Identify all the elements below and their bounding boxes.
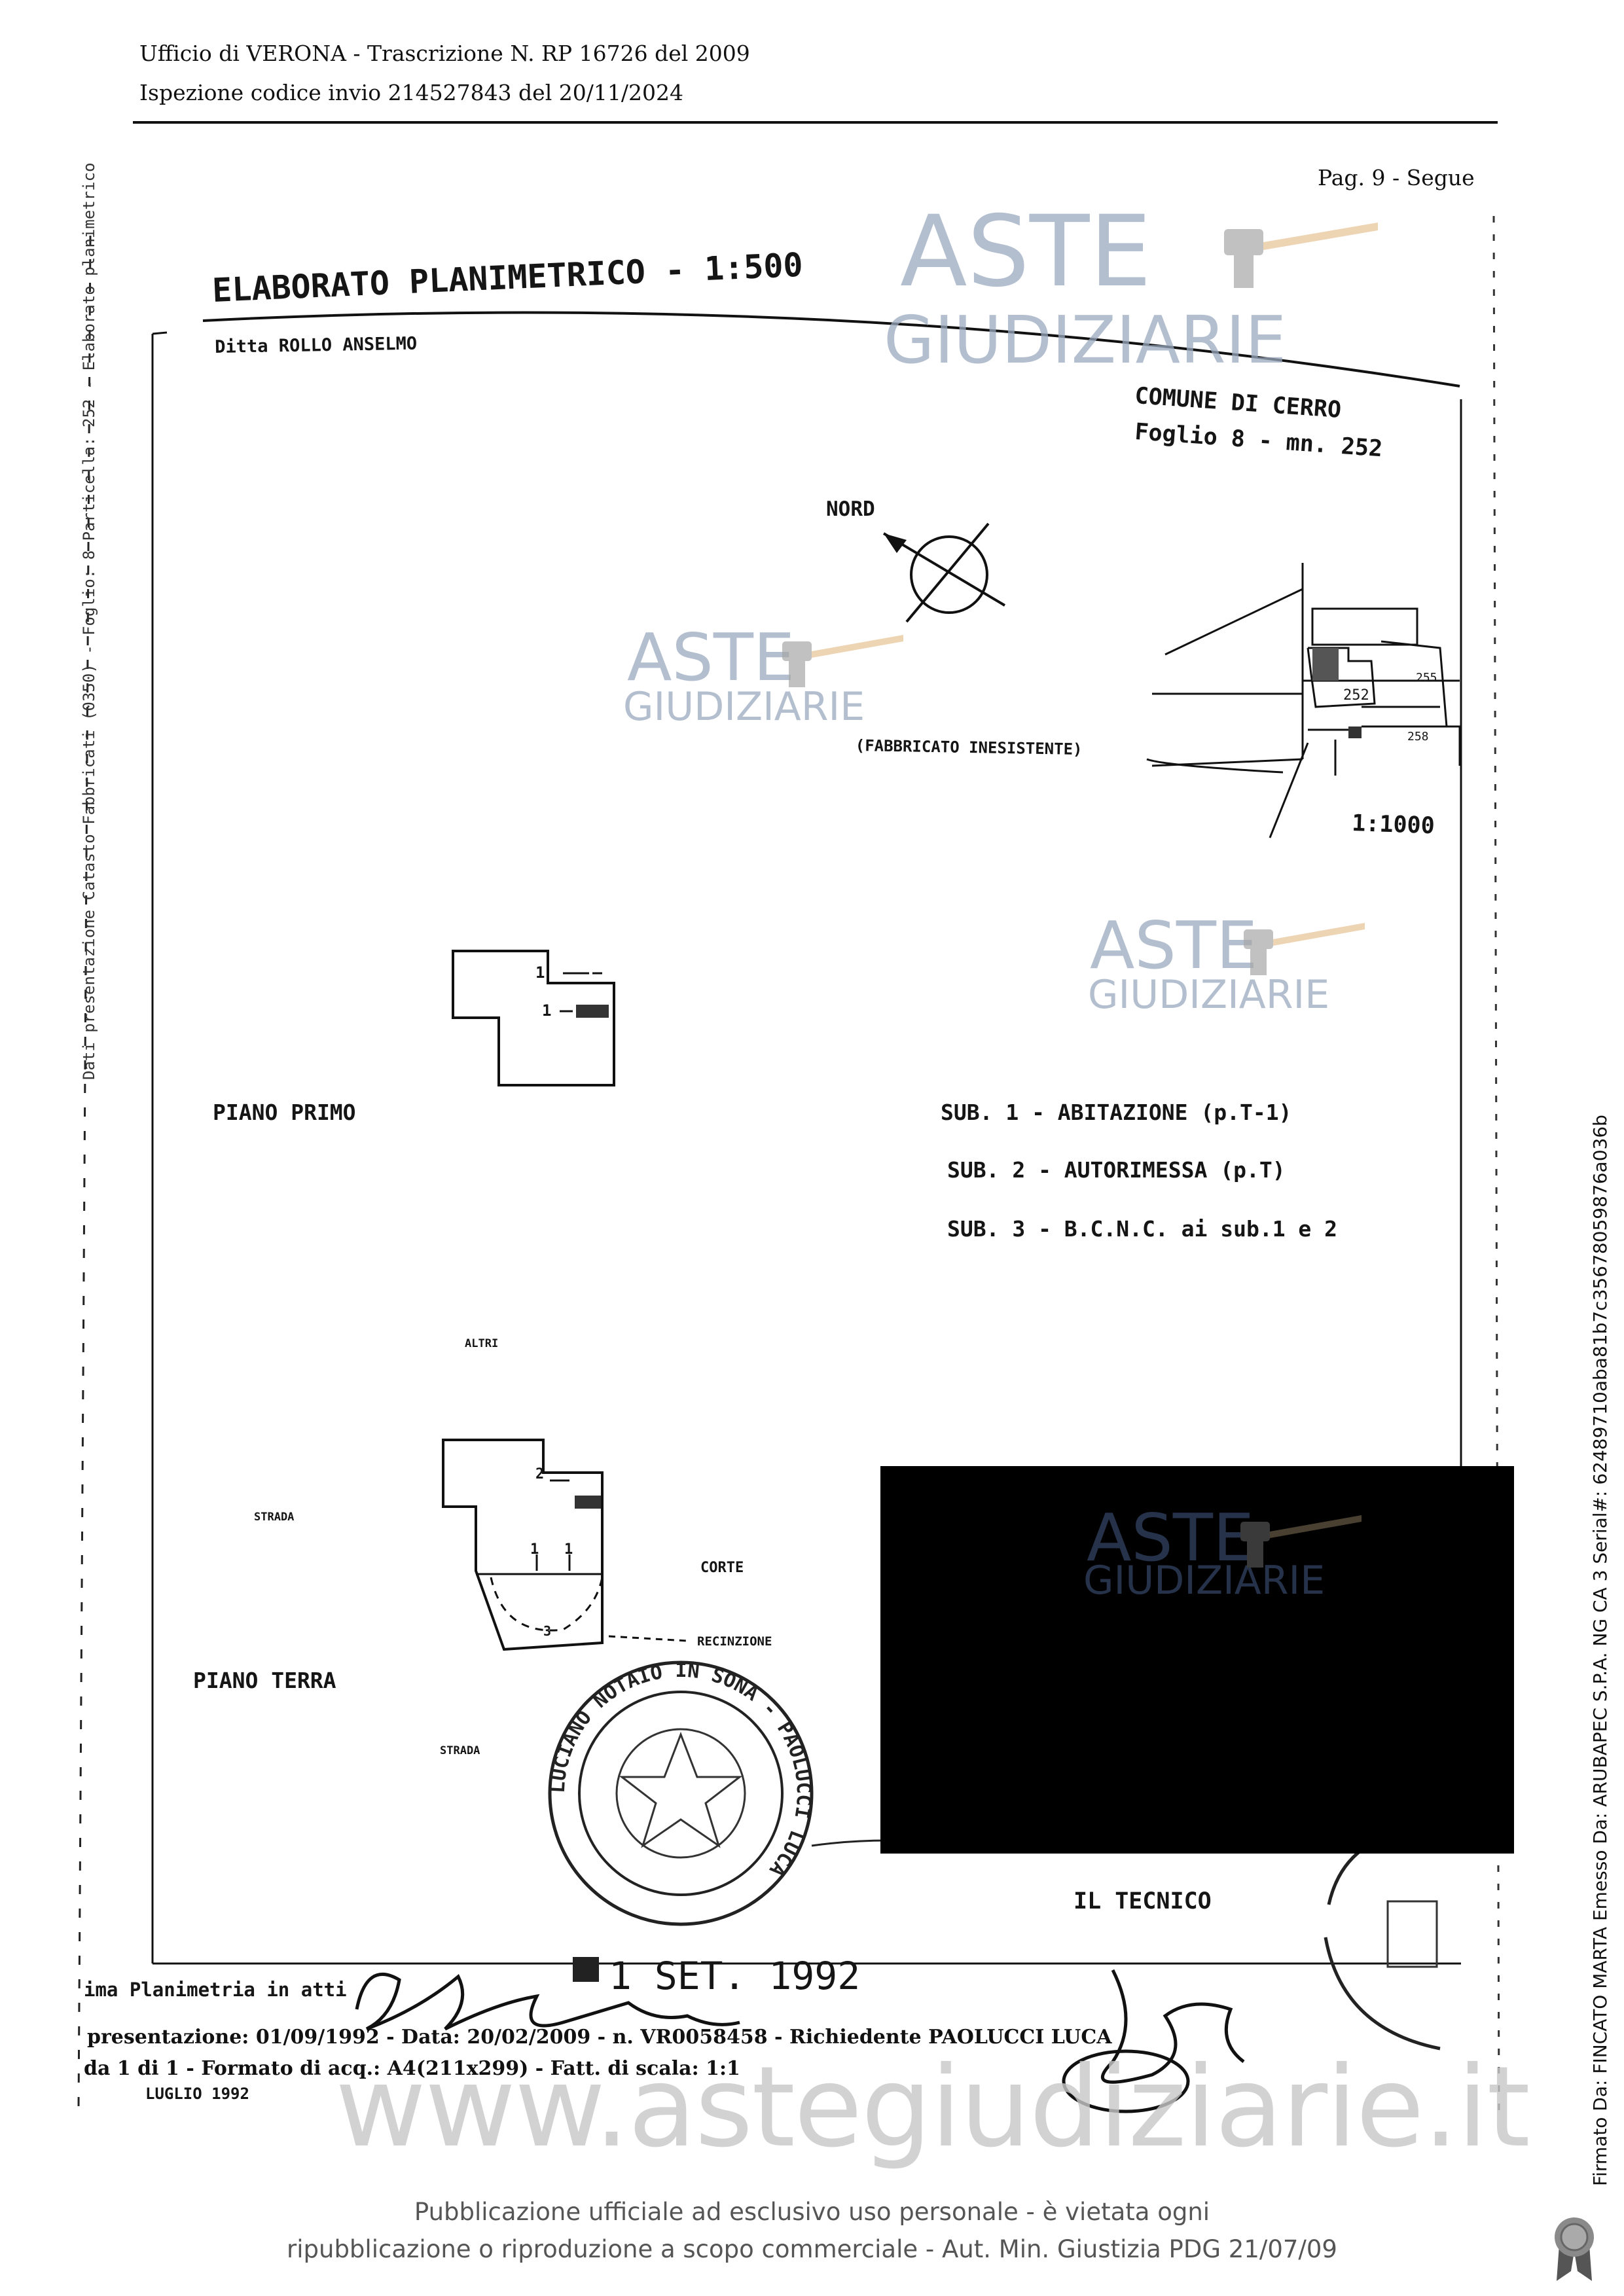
map-parcel-258: 258 [1407, 730, 1429, 744]
page-number: Pag. 9 - Segue [1318, 165, 1475, 190]
svg-text:LUCIANO NOTAIO IN SONA - PAOLU: LUCIANO NOTAIO IN SONA - PAOLUCCI LUCA [547, 1659, 815, 1881]
watermark-url: www.astegiudiziarie.it [335, 2043, 1530, 2172]
watermark-giudiziarie-mid: GIUDIZIARIE [623, 684, 865, 730]
format-line: da 1 di 1 - Formato di acq.: A4(211x299)… [84, 2057, 740, 2080]
piano-terra-label: PIANO TERRA [193, 1668, 336, 1693]
watermark-aste-right: ASTE [1090, 907, 1258, 984]
il-tecnico-label: IL TECNICO [1074, 1888, 1212, 1914]
watermark-giudiziarie-top: GIUDIZIARIE [884, 302, 1287, 378]
gavel-icon [1240, 1515, 1362, 1568]
piano-primo-label: PIANO PRIMO [213, 1100, 356, 1125]
strada-2-label: STRADA [440, 1744, 480, 1757]
presentation-line: presentazione: 01/09/1992 - Data: 20/02/… [87, 2026, 1112, 2049]
ribbon-badge-icon [1555, 2217, 1594, 2281]
owner-name: Ditta ROLLO ANSELMO [215, 333, 418, 357]
gavel-icon [782, 635, 903, 687]
digital-signature-text: Firmato Da: FINCATO MARTA Emesso Da: ARU… [1589, 1115, 1611, 2186]
map-parcel-252: 252 [1343, 687, 1369, 704]
watermark-giudiziarie-redacted: GIUDIZIARIE [1083, 1558, 1326, 1604]
side-cadastral-text: Dati presentazione Catasto Fabbricati (0… [80, 162, 98, 1080]
header-inspection-line: Ispezione codice invio 214527843 del 20/… [139, 80, 683, 105]
sub-2-label: SUB. 2 - AUTORIMESSA (p.T) [947, 1157, 1286, 1183]
sub-1-label: SUB. 1 - ABITAZIONE (p.T-1) [941, 1100, 1292, 1125]
sub-3-label: SUB. 3 - B.C.N.C. ai sub.1 e 2 [947, 1216, 1338, 1242]
date-stamp: 1 SET. 1992 [609, 1954, 861, 1998]
gavel-icon [1244, 923, 1365, 975]
header-office-line: Ufficio di VERONA - Trascrizione N. RP 1… [139, 41, 750, 66]
watermark-aste-redacted: ASTE [1087, 1499, 1255, 1576]
planimetria-line: ima Planimetria in atti [84, 1979, 347, 2001]
recinzione-label: RECINZIONE [697, 1634, 772, 1649]
corte-label: CORTE [700, 1560, 744, 1576]
scale-small: 1:1000 [1351, 810, 1435, 840]
notary-stamp: LUCIANO NOTAIO IN SONA - PAOLUCCI LUCA [547, 1659, 815, 1881]
header-rule [133, 121, 1498, 124]
altri-label: ALTRI [465, 1337, 499, 1350]
watermark-aste-top: ASTE [900, 195, 1152, 309]
footer-line-2: ripubblicazione o riproduzione a scopo c… [287, 2235, 1337, 2263]
gavel-icon [1224, 223, 1378, 288]
redaction-block [880, 1466, 1514, 1854]
footer-line-1: Pubblicazione ufficiale ad esclusivo uso… [414, 2198, 1210, 2226]
watermark-giudiziarie-right: GIUDIZIARIE [1088, 972, 1330, 1018]
nord-label: NORD [826, 497, 875, 521]
strada-label: STRADA [254, 1511, 295, 1524]
watermark-aste-mid: ASTE [627, 619, 795, 696]
luglio-label: LUGLIO 1992 [145, 2085, 249, 2103]
map-parcel-255: 255 [1416, 671, 1437, 685]
